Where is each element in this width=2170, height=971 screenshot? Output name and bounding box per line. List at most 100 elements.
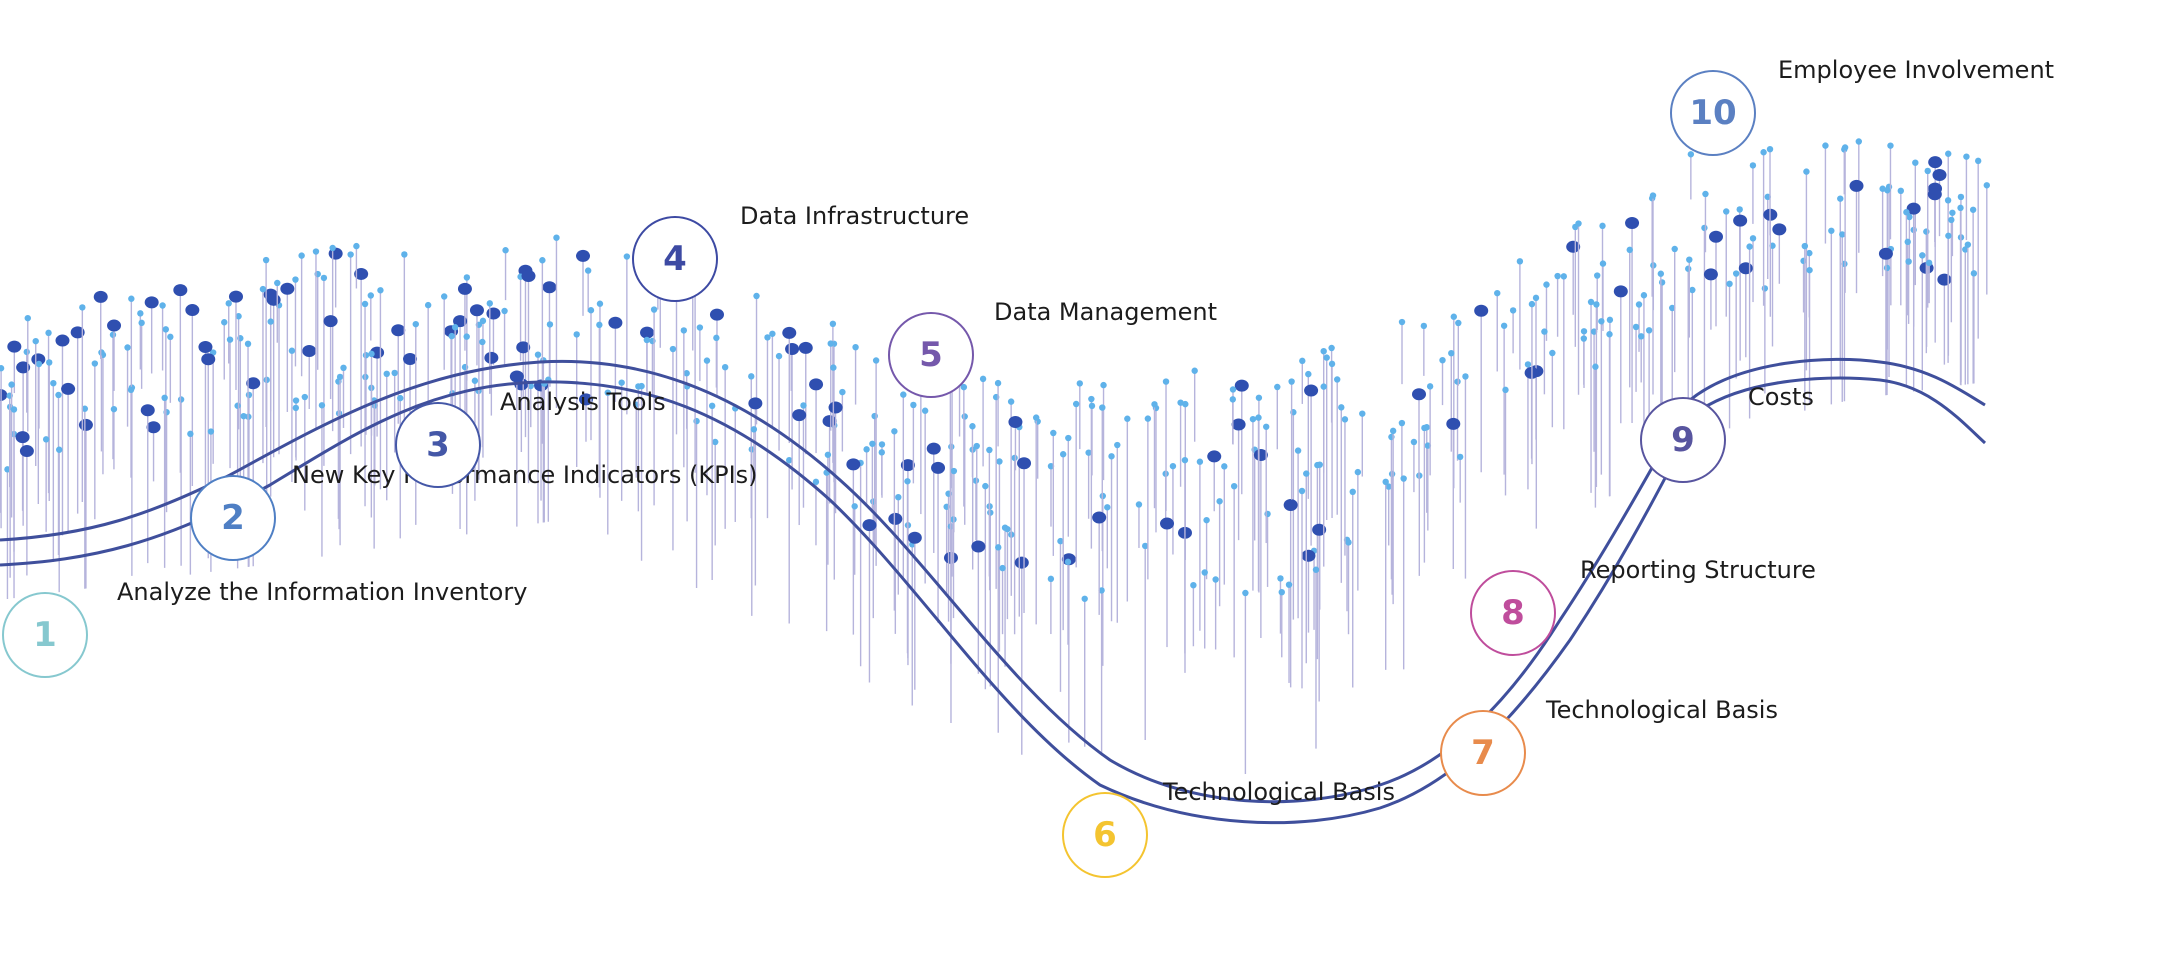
pin-head: [1439, 356, 1446, 364]
pin-head: [79, 304, 86, 311]
pin-head: [1345, 539, 1352, 546]
pin-head: [35, 360, 43, 368]
pin-head: [1017, 457, 1032, 470]
pin-head: [1242, 589, 1249, 597]
pin-head: [1382, 478, 1389, 486]
pin-head: [1462, 373, 1469, 380]
pin-head: [1625, 217, 1640, 230]
pin-head: [1669, 304, 1676, 312]
step-5-label: Data Management: [994, 298, 1218, 326]
pin-head: [1598, 318, 1605, 325]
pin-head: [347, 251, 354, 258]
pin-head: [228, 290, 243, 303]
pin-head: [262, 256, 270, 264]
pin-head: [161, 394, 168, 402]
pin-head: [1426, 383, 1434, 390]
pin-head: [1599, 222, 1606, 230]
pin-head: [1801, 242, 1809, 250]
pin-head: [1328, 344, 1335, 352]
pin-head: [1400, 475, 1407, 482]
pin-head: [1446, 417, 1461, 430]
pin-head: [1099, 404, 1106, 411]
pin-head: [1923, 228, 1930, 235]
pin-head: [138, 319, 145, 327]
pin-head: [683, 370, 690, 377]
pin-head: [1249, 415, 1257, 423]
pin-head: [259, 285, 267, 293]
pin-head: [618, 379, 625, 386]
pin-head: [969, 423, 976, 430]
pin-head: [336, 373, 344, 381]
pin-head: [960, 383, 968, 391]
step-4-circle: 4: [632, 216, 718, 302]
pin-head: [144, 296, 159, 309]
pin-head: [1944, 197, 1952, 204]
pin-head: [1587, 298, 1595, 306]
pin-head: [1927, 188, 1942, 201]
pin-head: [907, 531, 922, 544]
pin-head: [798, 341, 813, 354]
pin-head: [185, 304, 200, 317]
pin-head: [1229, 396, 1236, 403]
pin-head: [1964, 241, 1972, 248]
pin-head: [1772, 223, 1787, 236]
pin-head: [1766, 145, 1774, 153]
pin-head: [1541, 328, 1548, 335]
pin-head: [553, 234, 560, 241]
pin-head: [1649, 192, 1657, 199]
pin-head: [1516, 258, 1524, 265]
pin-head: [1007, 398, 1015, 405]
pin-head: [1294, 447, 1302, 454]
step-3-circle: 3: [395, 402, 481, 488]
pin-head: [534, 351, 542, 358]
pin-head: [995, 544, 1002, 551]
pin-head: [1420, 322, 1428, 330]
pin-head: [292, 276, 299, 283]
pin-head: [1450, 313, 1458, 320]
pin-head: [463, 274, 471, 281]
pin-head: [1970, 270, 1978, 277]
pin-head: [1050, 429, 1057, 437]
pin-head: [368, 350, 375, 358]
pin-head: [479, 317, 487, 325]
pin-head: [1160, 517, 1175, 530]
pin-head: [1689, 286, 1696, 294]
pin-head: [775, 352, 783, 360]
step-1-number: 1: [33, 615, 57, 655]
pin-head: [318, 402, 326, 409]
pin-head: [1162, 378, 1170, 385]
pin-head: [1085, 449, 1092, 456]
pin-head: [46, 359, 53, 366]
pin-head: [1283, 498, 1298, 511]
pin-head: [340, 364, 347, 372]
pin-head: [403, 353, 418, 366]
pin-head: [1671, 245, 1678, 253]
pin-head: [1072, 400, 1080, 408]
pin-head: [353, 242, 360, 250]
step-2-circle: 2: [190, 475, 276, 561]
pin-head: [1316, 461, 1323, 468]
pin-head: [1879, 185, 1886, 192]
pin-head: [302, 345, 317, 358]
step-4-number: 4: [663, 239, 687, 279]
step-8-circle: 8: [1470, 570, 1556, 656]
pin-head: [973, 442, 980, 450]
pin-head: [846, 458, 861, 471]
pin-head: [1593, 301, 1600, 308]
pin-head: [926, 442, 941, 455]
step-10-number: 10: [1689, 93, 1737, 133]
pin-head: [1594, 272, 1601, 279]
pin-head: [878, 441, 886, 448]
pin-head: [1945, 232, 1952, 239]
pin-head: [1726, 280, 1733, 288]
pin-head: [1723, 208, 1730, 215]
pin-head: [463, 333, 470, 340]
pin-head: [1575, 220, 1582, 227]
pin-head: [1014, 556, 1029, 569]
pin-head: [0, 365, 5, 372]
pin-head: [235, 313, 242, 320]
pin-head: [1032, 414, 1040, 421]
pin-head: [301, 393, 309, 401]
pin-head: [1686, 256, 1693, 263]
pin-head: [1580, 328, 1588, 335]
